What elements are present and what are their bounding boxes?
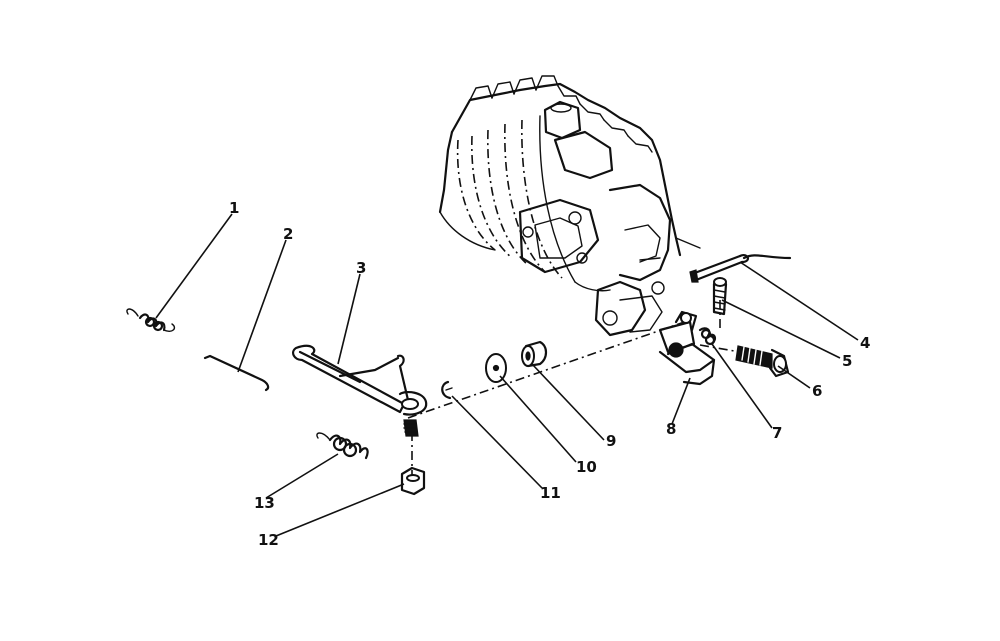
part-7-spring [698, 327, 717, 346]
part-6-bolt [735, 345, 790, 378]
callout-13: 13 [254, 494, 275, 512]
callout-8: 8 [666, 420, 676, 438]
part-12-nut [400, 466, 426, 496]
callout-5: 5 [842, 352, 852, 370]
callout-11: 11 [540, 484, 561, 502]
part-10-washer [485, 353, 507, 383]
part-11-clip [441, 380, 453, 400]
callout-3: 3 [356, 259, 366, 277]
callout-4: 4 [860, 334, 870, 352]
leader-lines [155, 213, 859, 537]
callout-6: 6 [812, 382, 822, 400]
assembly-centerlines [407, 300, 741, 478]
part-8-bracket [658, 310, 716, 386]
callout-9: 9 [606, 432, 616, 450]
part-3-throttle-lever [292, 344, 428, 437]
engine-block-drawing [438, 75, 701, 337]
part-5-screw [712, 277, 728, 316]
callout-1: 1 [229, 199, 239, 217]
callout-2: 2 [283, 225, 293, 243]
part-1-spring [126, 308, 176, 333]
part-2-wire-link [203, 354, 270, 392]
callout-12: 12 [258, 531, 279, 549]
part-4-wire [689, 254, 792, 283]
part-9-bushing [521, 340, 548, 368]
callout-7: 7 [772, 424, 782, 442]
callout-10: 10 [576, 458, 597, 476]
part-13-spring [316, 432, 369, 460]
callout-labels: 1 2 3 4 5 6 7 8 9 10 11 12 13 [229, 199, 870, 549]
